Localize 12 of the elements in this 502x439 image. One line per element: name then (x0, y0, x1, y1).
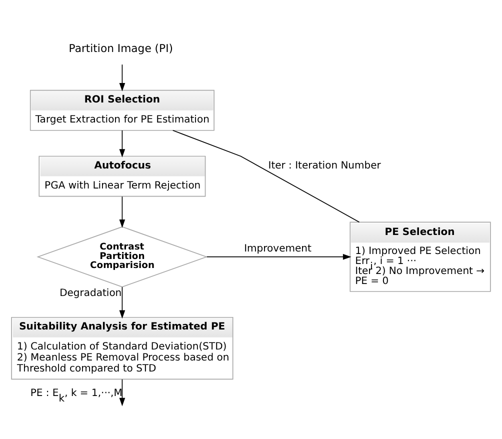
connector (172, 130, 360, 222)
arrow (119, 378, 126, 406)
arrow (119, 64, 126, 91)
edge-label: Degradation (60, 288, 122, 299)
edge-label: Improvement (244, 243, 312, 254)
arrow (206, 253, 352, 260)
node-text: Partition Image (PI) (68, 42, 174, 55)
node-diamond: Contrast Partition Comparision (36, 226, 208, 287)
arrow (119, 130, 126, 157)
arrow (119, 196, 126, 228)
arrow (119, 286, 126, 318)
edge-label: Iter : Iteration Number (268, 160, 381, 172)
